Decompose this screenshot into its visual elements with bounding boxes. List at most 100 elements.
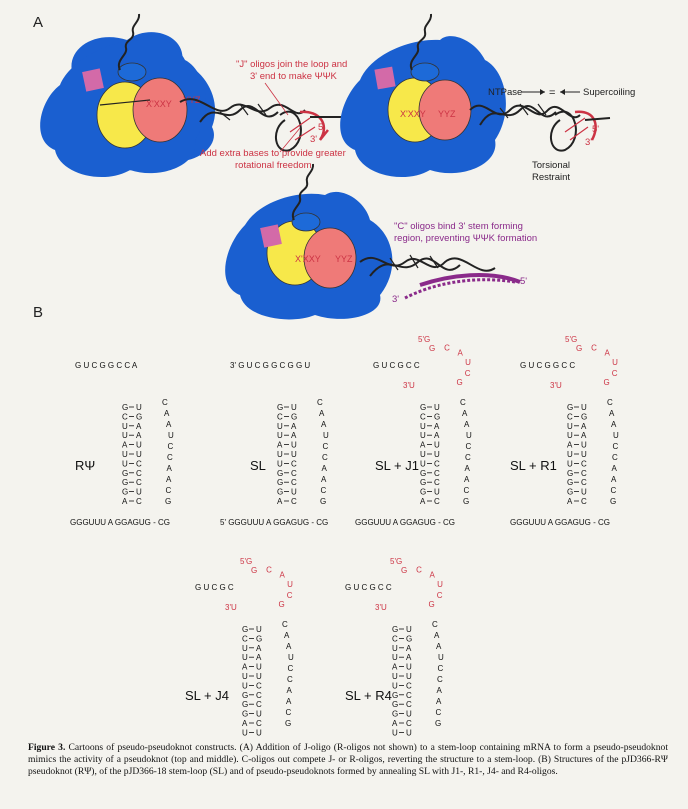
stem-base-left: U	[567, 422, 573, 431]
loop-base: C	[287, 675, 293, 684]
loop-base: C	[322, 453, 328, 462]
stem-base-right: C	[581, 497, 587, 506]
loop-base: G	[165, 497, 171, 506]
loop-base: A	[166, 475, 172, 484]
loop-base: A	[436, 697, 442, 706]
stem-base-left: G	[567, 403, 573, 412]
stem-base-left: U	[392, 644, 398, 653]
stem-base-right: A	[434, 422, 440, 431]
stem-base-right: U	[291, 488, 297, 497]
stem-base-right: U	[581, 488, 587, 497]
stem-base-left: A	[277, 441, 283, 450]
loop-base: C	[464, 486, 470, 495]
loop-base: G	[285, 719, 291, 728]
loop-base: U	[613, 431, 619, 440]
oligo-base: A	[458, 349, 464, 358]
structure-name: RΨ	[75, 458, 95, 473]
oligo-base: C	[591, 343, 597, 352]
loop-base: C	[166, 486, 172, 495]
stem-base-right: C	[434, 497, 440, 506]
oligo-five-prime: 5'G	[418, 335, 430, 344]
loop-base: A	[321, 475, 327, 484]
stem-base-right: U	[256, 728, 262, 737]
stem-base-left: A	[122, 441, 128, 450]
loop-base: A	[434, 631, 440, 640]
stem-base-right: C	[291, 497, 297, 506]
loop-base: A	[436, 642, 442, 651]
stem-base-left: G	[420, 478, 426, 487]
stem-base-left: U	[242, 653, 248, 662]
stem-base-right: A	[136, 422, 142, 431]
stem-base-right: C	[136, 469, 142, 478]
stem-base-left: U	[420, 422, 426, 431]
stem-base-left: G	[122, 478, 128, 487]
stem-base-left: G	[392, 691, 398, 700]
oligo-base: G	[428, 600, 434, 609]
oligo-three-prime: 3'U	[225, 603, 237, 612]
loop-base: C	[286, 708, 292, 717]
stem-base-left: A	[567, 441, 573, 450]
stem-base-right: U	[434, 403, 440, 412]
stem-base-left: G	[420, 469, 426, 478]
stem-base-left: G	[122, 469, 128, 478]
stem-base-left: G	[392, 625, 398, 634]
loop-base: C	[465, 453, 471, 462]
cartoon-2: X'XXY YYZ 5' 3' NTPase = Supercoiling To…	[340, 13, 635, 183]
stem-base-left: G	[242, 710, 248, 719]
stem-base-left: G	[242, 700, 248, 709]
stem-base-left: G	[277, 488, 283, 497]
stem-base-left: A	[392, 663, 398, 672]
stem-base-right: C	[256, 681, 262, 690]
loop-base: G	[610, 497, 616, 506]
stem-base-left: U	[242, 644, 248, 653]
loop-base: C	[317, 398, 323, 407]
oligo-base: C	[437, 591, 443, 600]
stem-base-right: C	[581, 459, 587, 468]
stem-base-right: C	[136, 478, 142, 487]
loop-base: U	[466, 431, 472, 440]
three-prime-label-2: 3'	[585, 137, 592, 148]
stem-base-left: U	[567, 459, 573, 468]
loop-base: G	[463, 497, 469, 506]
stem-base-right: C	[291, 459, 297, 468]
structure-name: SL + R1	[510, 458, 557, 473]
stem-base-right: U	[256, 672, 262, 681]
loop-top-sequence: G U C G C C	[373, 361, 420, 370]
loop-base: A	[287, 686, 293, 695]
stem-base-right: A	[434, 431, 440, 440]
stem-base-right: U	[291, 403, 297, 412]
loop-base: G	[435, 719, 441, 728]
oligo-base: C	[287, 591, 293, 600]
stem-base-right: U	[581, 441, 587, 450]
stem-base-right: U	[256, 663, 262, 672]
stem-base-right: G	[291, 412, 297, 421]
stem-base-left: G	[392, 710, 398, 719]
loop-base: A	[322, 464, 328, 473]
stem-base-left: G	[277, 478, 283, 487]
stem-base-right: C	[406, 700, 412, 709]
stem-base-left: U	[277, 422, 283, 431]
loop-base: A	[167, 464, 173, 473]
five-prime-label-2: 5'	[592, 124, 599, 135]
svg-text:=: =	[549, 87, 555, 99]
stem-base-right: U	[581, 450, 587, 459]
oligo-five-prime: 5'G	[240, 557, 252, 566]
bases-note: Add extra bases to provide greater rotat…	[200, 148, 348, 171]
structure-name: SL	[250, 458, 266, 473]
loop-base: A	[609, 409, 615, 418]
stem-base-left: U	[420, 450, 426, 459]
stem-base-right: A	[256, 653, 262, 662]
stem-base-left: A	[277, 497, 283, 506]
base-sequence: 5' GGGUUU A GGAGUG - CG	[220, 518, 328, 527]
base-sequence: GGGUUU A GGAGUG - CG	[355, 518, 455, 527]
oligo-three-prime: 3'U	[375, 603, 387, 612]
loop-top-sequence: G U C G G C C A	[75, 361, 138, 370]
stem-base-left: U	[420, 431, 426, 440]
xxy-label-3: X'XXY	[295, 254, 321, 264]
stem-base-left: U	[392, 653, 398, 662]
xxy-label: X'XXY	[146, 99, 172, 109]
stem-base-right: G	[256, 634, 262, 643]
stem-base-left: U	[277, 459, 283, 468]
loop-base: C	[432, 620, 438, 629]
figure-canvas: X'XXY YYZ 5' 3' "J" oligos join the loop…	[40, 13, 635, 737]
